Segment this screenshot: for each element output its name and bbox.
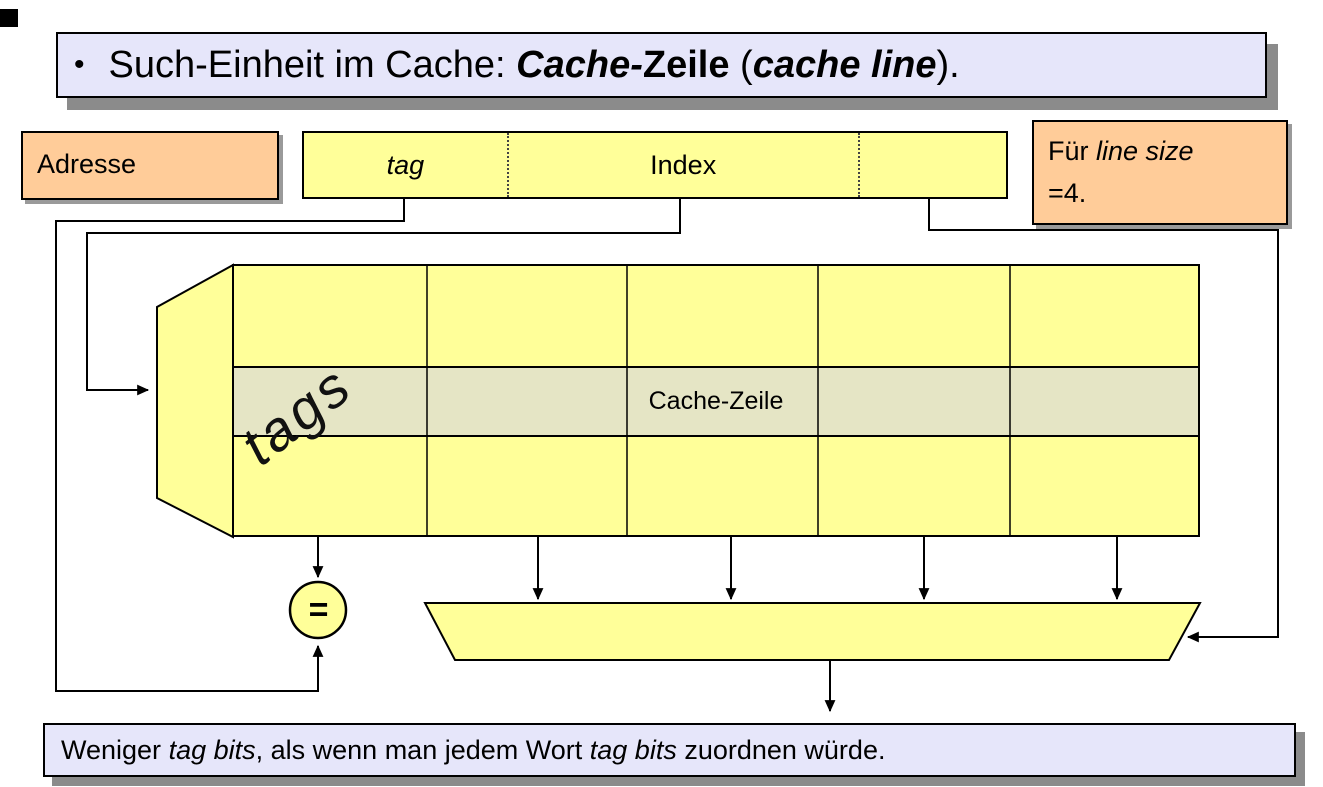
title-run: cache line (752, 44, 937, 86)
bullet-icon: • (74, 48, 85, 81)
row-decoder-shape (156, 263, 234, 539)
note-run: line size (1096, 136, 1194, 166)
comparator-circle (288, 580, 348, 640)
comparator-equals-label: = (308, 590, 329, 629)
title-run: ). (936, 44, 960, 86)
bitfield-offset (857, 133, 1006, 197)
multiplexer-shape (423, 602, 1202, 661)
cache-line-text: Cache-Zeile (648, 387, 784, 415)
cache-line-row (232, 366, 1200, 437)
corner-mark (0, 9, 18, 27)
address-label-box: Adresse (21, 131, 279, 200)
address-label: Adresse (37, 149, 137, 179)
footer-run: , als wenn man jedem Wort (255, 735, 590, 765)
bitfield-index-label: Index (650, 150, 717, 180)
title-run: ( (729, 44, 753, 86)
title-run: Cache- (516, 44, 643, 86)
cache-line-label: Cache-Zeile (233, 369, 1199, 434)
title-run: Such-Einheit im Cache: (108, 44, 517, 86)
title-run: Zeile (642, 44, 730, 86)
line-size-note-box: Für line size =4. (1032, 120, 1288, 225)
footer-run: tag bits (168, 735, 256, 765)
bitfield-index: Index (506, 133, 858, 197)
tag-feedback-line (55, 199, 405, 692)
note-line-1: Für line size (1048, 130, 1286, 172)
address-bitfield-box: tag Index (302, 131, 1008, 199)
bitfield-tag-label: tag (386, 150, 425, 180)
bitfield-tag: tag (304, 133, 507, 197)
index-line (86, 199, 681, 396)
footer-run: Weniger (61, 735, 169, 765)
footer-run: tag bits (589, 735, 677, 765)
offset-select-line (928, 199, 1279, 643)
title-box: • Such-Einheit im Cache: Cache-Zeile (cac… (56, 32, 1267, 98)
note-run: Für (1048, 136, 1097, 166)
footer-run: zuordnen würde. (676, 735, 886, 765)
footer-box: Weniger tag bits, als wenn man jedem Wor… (43, 723, 1296, 777)
note-line-2: =4. (1048, 178, 1087, 208)
